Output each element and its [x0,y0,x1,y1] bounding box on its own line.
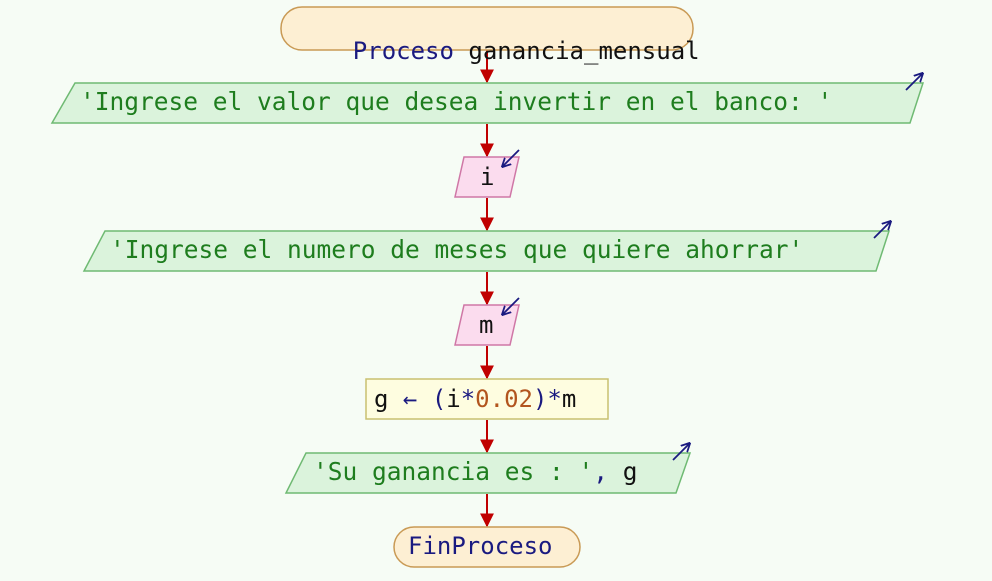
output-text-1: 'Ingrese el valor que desea invertir en … [80,87,833,116]
output-string-3: 'Su ganancia es : ' [313,457,594,486]
output-comma: , [593,457,609,486]
operand-m: m [561,385,577,413]
multiply-op: * [460,385,476,413]
output-text-2: 'Ingrese el numero de meses que quiere a… [110,235,804,264]
rate-number: 0.02 [475,385,533,413]
output-text-3: 'Su ganancia es : ', g [313,457,638,486]
assign-target: g [374,385,389,413]
input-arrow-icon [503,149,520,166]
paren-open: ( [431,385,447,413]
assign-arrow: ← [402,385,418,413]
output-variable-g: g [622,457,638,486]
multiply-op: * [547,385,562,413]
output-arrow-icon [672,444,689,461]
output-arrow-icon [905,74,922,91]
output-arrow-icon [873,222,890,239]
input-variable-m: m [479,311,494,339]
assignment-expression: g ← (i*0.02)*m [374,387,576,411]
input-arrow-icon [503,297,520,314]
start-label: Proceso ganancia_mensual [295,15,700,87]
process-name: ganancia_mensual [468,37,700,65]
input-variable-i: i [480,163,495,191]
output-shape-1 [50,82,925,124]
paren-close: ) [532,385,548,413]
output-shape-2 [82,230,891,272]
end-label: FinProceso [408,532,553,560]
operand-i: i [446,385,461,413]
output-shape-3 [284,452,692,494]
process-box [365,378,609,420]
end-terminator [393,526,581,568]
start-terminator [280,6,694,51]
start-keyword: Proceso [352,37,454,65]
